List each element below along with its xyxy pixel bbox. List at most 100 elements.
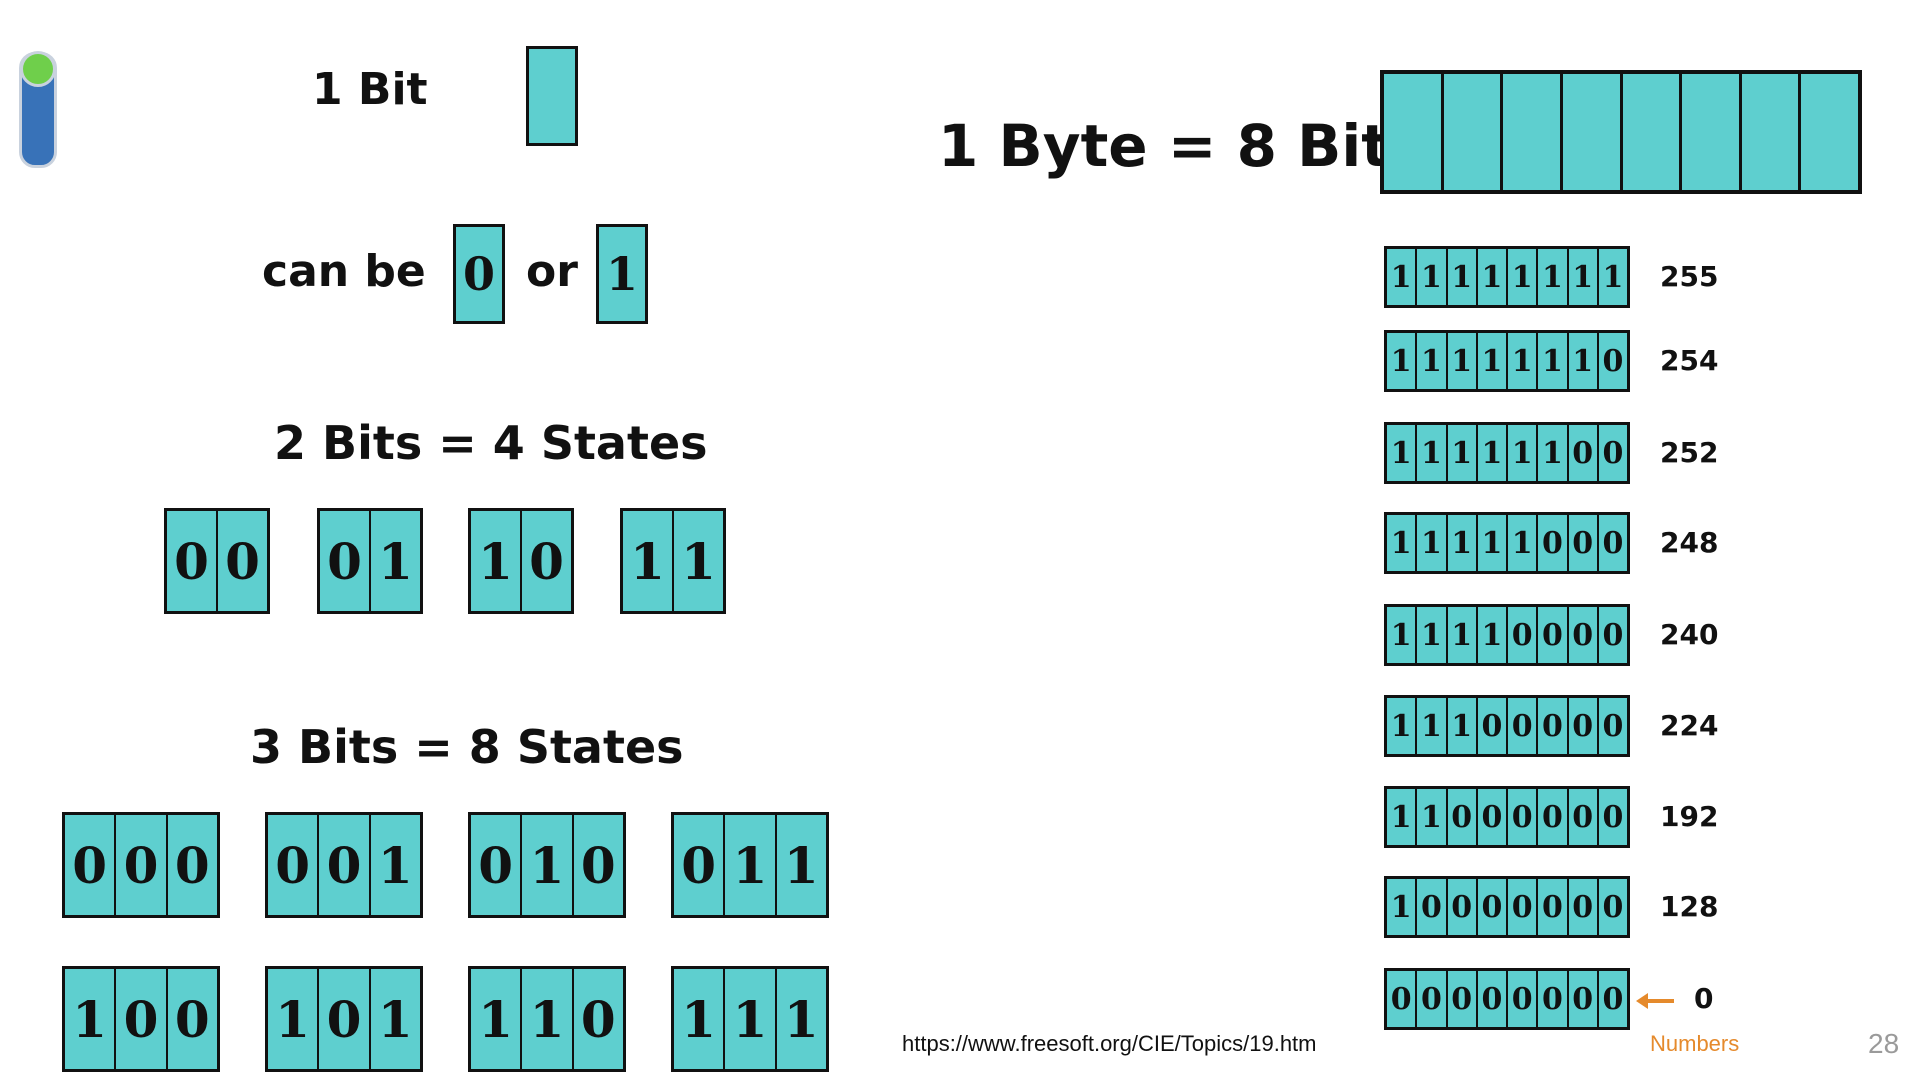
bit-cell: 1: [522, 815, 574, 915]
bit-cell: 1: [1448, 515, 1478, 571]
bit-cell: 1: [377, 835, 413, 895]
bit-cell: 1: [1569, 333, 1599, 389]
numbers-label: Numbers: [1650, 1031, 1740, 1056]
bit-cell: 1: [471, 511, 522, 611]
one-bit-label: 1 Bit: [312, 64, 428, 115]
bit-cell: 1: [1538, 249, 1569, 305]
bit-cell: 0: [1569, 971, 1599, 1027]
bit-cell: 0: [65, 815, 117, 915]
bit-cell: 0: [1478, 789, 1508, 845]
bit-cell: 0: [174, 835, 210, 895]
bit-cell: 0: [1387, 971, 1418, 1027]
bit-cell: 1: [1417, 698, 1448, 754]
bit-cell: 0: [1538, 698, 1569, 754]
bit-cell: 0: [1508, 607, 1539, 663]
bit-cell: 0: [1417, 879, 1448, 935]
bit-cell: 1: [725, 969, 777, 1069]
bit-cell: 0: [1448, 879, 1478, 935]
bit-cell: 1: [378, 531, 413, 591]
bit-cell: 0: [174, 989, 210, 1049]
bit-cell: 0: [1569, 515, 1599, 571]
bit-cell: 0: [1602, 617, 1624, 653]
bit-cell: 1: [725, 815, 777, 915]
byte-value: 224: [1660, 709, 1719, 742]
bit-cell: 1: [1569, 249, 1599, 305]
bit-cell: 1: [1417, 515, 1448, 571]
bit-cell: 0: [1508, 698, 1539, 754]
bit-cell: 0: [1538, 879, 1569, 935]
bit-cell: 0: [1508, 789, 1539, 845]
bit-cell: 0: [580, 835, 616, 895]
bit-cell: 0: [1538, 607, 1569, 663]
two-bits-title: 2 Bits = 4 States: [274, 416, 708, 470]
byte-value: 0: [1694, 982, 1714, 1015]
bit-cell: 0: [471, 815, 523, 915]
bit-cell: 0: [1602, 435, 1624, 471]
bit-cell: 0: [1602, 708, 1624, 744]
bit-cell: 0: [1569, 425, 1599, 481]
bit-cell: 1: [1387, 879, 1418, 935]
bit-cell: 1: [1478, 607, 1508, 663]
one-bit-cell: 1: [596, 224, 648, 324]
bit-cell: 0: [1538, 515, 1569, 571]
byte-diagram: [1380, 70, 1862, 194]
byte-title: 1 Byte = 8 Bits: [938, 112, 1424, 180]
byte-value: 128: [1660, 890, 1719, 923]
one-bit: 1: [605, 247, 638, 301]
bit-cell: 1: [268, 969, 320, 1069]
bit-cell: 1: [1508, 333, 1539, 389]
slider-knob[interactable]: [20, 51, 56, 87]
bit-cell: 0: [1569, 879, 1599, 935]
arrow-left-icon: [1636, 993, 1674, 1009]
bit-cell: 1: [377, 989, 413, 1049]
bit-cell: 1: [1478, 249, 1508, 305]
bit-cell: 0: [319, 815, 371, 915]
byte-value: 254: [1660, 344, 1719, 377]
bit-cell: 0: [1508, 971, 1539, 1027]
byte-value: 248: [1660, 526, 1719, 559]
bit-cell: 0: [1569, 789, 1599, 845]
bit-cell: 0: [1448, 789, 1478, 845]
bit-cell: 1: [623, 511, 674, 611]
bit-cell: 1: [1538, 333, 1569, 389]
page-number: 28: [1868, 1028, 1900, 1059]
bit-cell: 0: [1478, 698, 1508, 754]
bit-cell: 0: [320, 511, 371, 611]
bit-cell: 1: [1448, 333, 1478, 389]
bit-cell: 0: [1478, 971, 1508, 1027]
bit-cell: 0: [1602, 799, 1624, 835]
bit-cell: 1: [674, 969, 726, 1069]
bit-cell: 1: [681, 531, 716, 591]
bit-cell: 1: [783, 989, 819, 1049]
bit-cell: 1: [1387, 698, 1418, 754]
bit-cell: 0: [1602, 981, 1624, 1017]
bit-cell: 1: [1417, 333, 1448, 389]
bit-cell: 1: [522, 969, 574, 1069]
bit-cell: 1: [1417, 789, 1448, 845]
bit-cell: 0: [1478, 879, 1508, 935]
three-bits-title: 3 Bits = 8 States: [250, 720, 684, 774]
bit-cell: 0: [1538, 971, 1569, 1027]
bit-cell: 1: [1387, 425, 1418, 481]
bit-cell: 0: [580, 989, 616, 1049]
source-url[interactable]: https://www.freesoft.org/CIE/Topics/19.h…: [902, 1031, 1317, 1056]
bit-cell: 1: [1417, 425, 1448, 481]
bit-cell: 1: [1508, 425, 1539, 481]
bit-cell: 0: [1569, 698, 1599, 754]
bit-cell: 1: [1508, 249, 1539, 305]
bit-cell: 1: [1448, 249, 1478, 305]
bit-cell: 1: [1417, 607, 1448, 663]
bit-cell: 0: [529, 531, 564, 591]
byte-value: 252: [1660, 436, 1719, 469]
